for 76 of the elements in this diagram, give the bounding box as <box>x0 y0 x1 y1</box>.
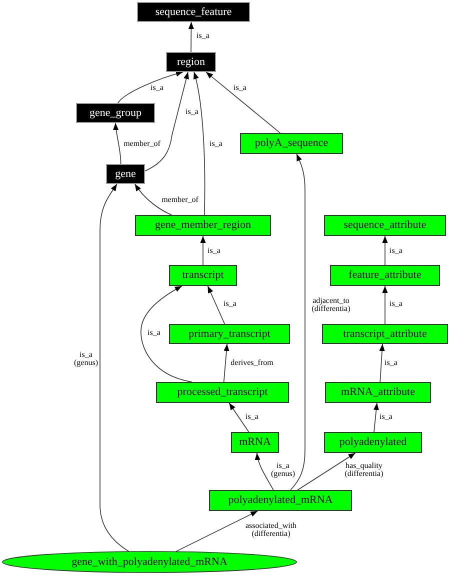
edge-label: is_a <box>146 329 162 337</box>
edge-label: associated_with (differentia) <box>244 522 298 538</box>
edge-label: is_a <box>232 84 248 92</box>
arrow <box>228 402 250 432</box>
term-box <box>240 133 343 154</box>
term-label: transcript_attribute <box>343 328 427 340</box>
term-box <box>231 432 279 453</box>
edge-label: has_quality (differentia) <box>344 462 384 478</box>
term-label: polyA_sequence <box>254 138 328 149</box>
term-label: processed_transcript <box>177 387 268 398</box>
arrow <box>140 286 192 382</box>
edge-label: is_a <box>388 300 404 308</box>
term-label: polyadenylated_mRNA <box>228 495 333 506</box>
edge-label: is_a <box>244 413 260 421</box>
term-label: gene <box>115 168 136 180</box>
arrow <box>200 236 206 266</box>
term-label: region <box>176 56 206 68</box>
term-box <box>169 265 237 286</box>
edge-label: derives_from <box>230 359 274 367</box>
term-box <box>135 215 271 236</box>
term-box <box>324 432 422 453</box>
term-label: gene_with_polyadenylated_mRNA <box>72 556 228 568</box>
edge-label: is_a <box>196 32 210 40</box>
term-label: transcript <box>182 270 224 281</box>
term-box <box>156 382 289 403</box>
edge-label: is_a <box>206 247 222 255</box>
term-ellipse <box>2 551 297 573</box>
edge-label: is_a <box>184 108 200 116</box>
term-box <box>322 324 448 344</box>
arrow <box>382 236 388 266</box>
edge-label: is_a <box>378 413 394 421</box>
edge-label: member_of <box>122 140 162 148</box>
arrow <box>206 72 281 134</box>
term-label: gene_member_region <box>155 220 251 231</box>
term-box <box>330 265 440 286</box>
term-box <box>325 382 431 403</box>
edge-label: is_a <box>150 84 164 92</box>
arrow <box>113 122 122 164</box>
term-box <box>76 103 155 123</box>
term-label: gene_group <box>90 108 142 118</box>
arrow <box>373 402 380 432</box>
edge-label: is_a <box>208 140 224 148</box>
arrow <box>117 71 184 104</box>
term-box <box>166 52 216 72</box>
arrow <box>188 22 194 52</box>
arrow <box>223 344 230 382</box>
arrow <box>255 452 274 490</box>
edge-label: member_of <box>160 196 200 204</box>
edge-label: is_a <box>222 300 238 308</box>
term-label: mRNA <box>239 437 271 448</box>
arrow <box>144 72 189 172</box>
arrow <box>379 344 385 382</box>
arrow <box>100 184 130 552</box>
term-label: sequence_attribute <box>344 220 426 231</box>
term-label: sequence_feature <box>155 6 232 18</box>
edge-label: is_a <box>388 247 404 255</box>
arrow <box>134 184 172 216</box>
term-label: polyadenylated <box>339 437 407 448</box>
edge-label: is_a <box>384 359 398 367</box>
arrow <box>290 154 306 490</box>
term-label: primary_transcript <box>188 328 270 340</box>
edge-label: is_a (genus) <box>270 462 296 478</box>
term-box <box>324 215 446 236</box>
arrow <box>297 452 356 490</box>
edge-label: is_a (genus) <box>73 351 99 367</box>
edge-label: adjacent_to (differentia) <box>310 297 352 313</box>
arrow <box>382 286 388 324</box>
term-box <box>137 2 250 22</box>
term-box <box>209 490 352 511</box>
term-box <box>106 164 145 184</box>
arrow <box>176 510 258 552</box>
term-label: mRNA_attribute <box>341 387 415 398</box>
term-box <box>169 324 290 344</box>
term-label: feature_attribute <box>348 270 422 281</box>
arrow <box>207 286 226 324</box>
arrow <box>193 72 206 216</box>
